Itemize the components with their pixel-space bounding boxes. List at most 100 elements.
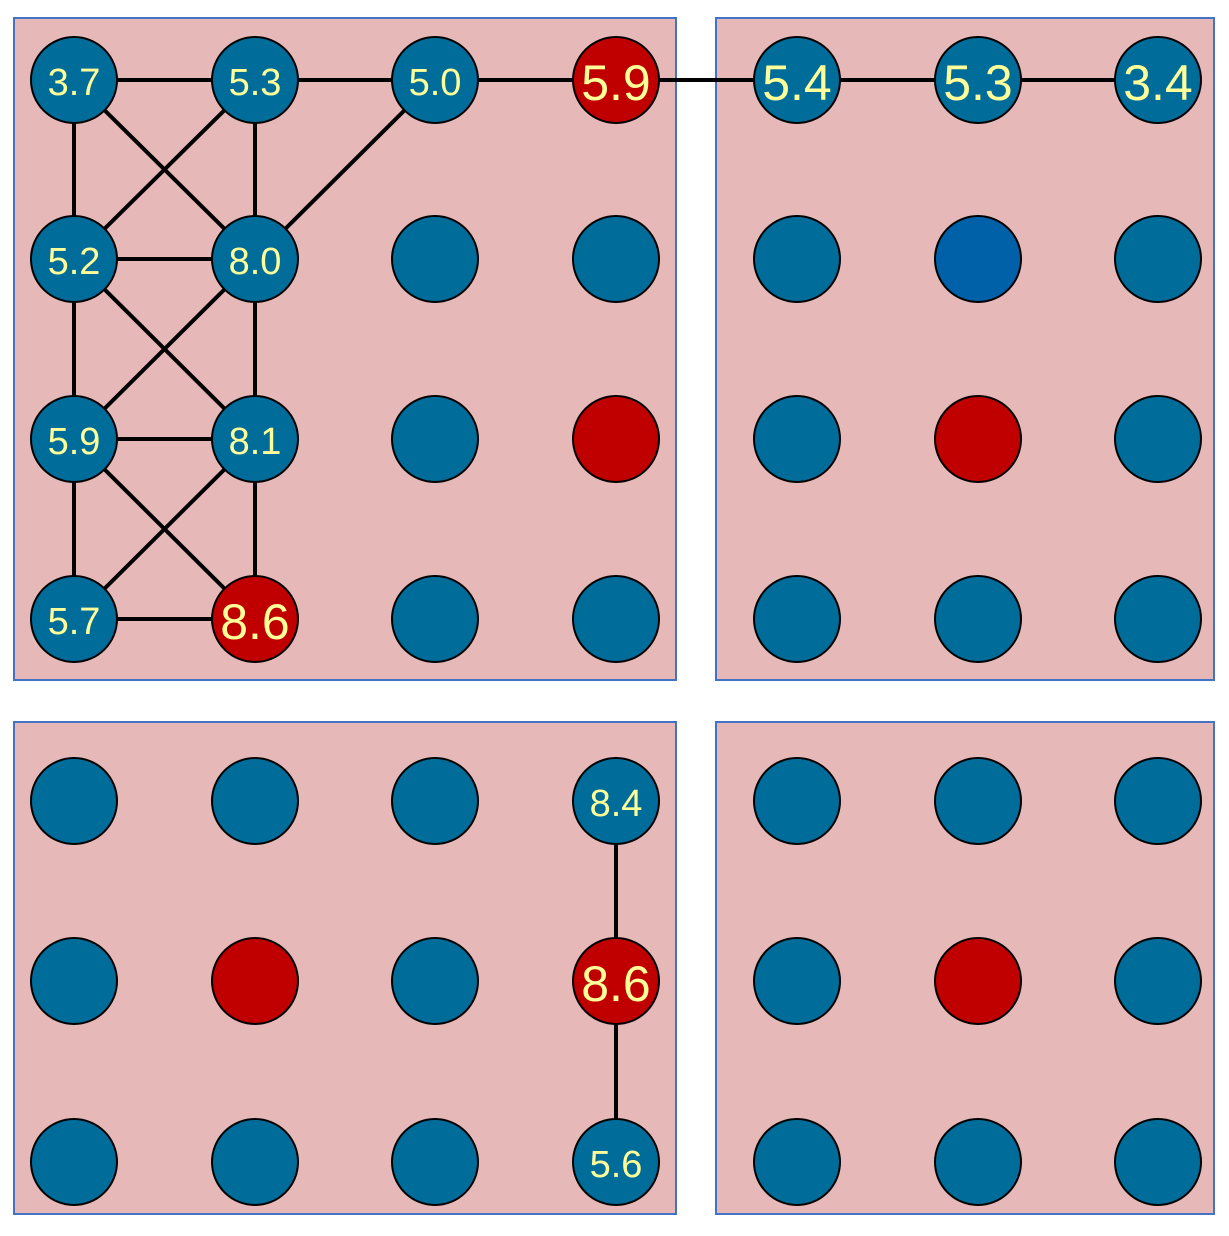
node-circle (934, 575, 1022, 663)
node-tl-r2c0: 5.9 (30, 395, 118, 483)
node-circle (211, 575, 299, 663)
node-br-r0c2 (1114, 757, 1202, 845)
node-circle (211, 937, 299, 1025)
node-tr-r2c1 (934, 395, 1022, 483)
node-bl-r0c3: 8.4 (572, 757, 660, 845)
node-circle (30, 395, 118, 483)
node-label: 8.0 (229, 241, 282, 283)
node-tr-r1c0 (753, 215, 841, 303)
node-br-r0c0 (753, 757, 841, 845)
node-tr-r3c0 (753, 575, 841, 663)
node-circle (391, 937, 479, 1025)
node-br-r2c1 (934, 1118, 1022, 1206)
node-circle (211, 36, 299, 124)
node-br-r0c1 (934, 757, 1022, 845)
node-circle (391, 575, 479, 663)
node-tl-r3c2 (391, 575, 479, 663)
node-circle (30, 575, 118, 663)
node-br-r1c2 (1114, 937, 1202, 1025)
node-br-r2c0 (753, 1118, 841, 1206)
node-circle (572, 215, 660, 303)
node-tl-r3c0: 5.7 (30, 575, 118, 663)
node-tl-r1c3 (572, 215, 660, 303)
node-circle (30, 36, 118, 124)
node-circle (572, 36, 660, 124)
node-tr-r0c0: 5.4 (753, 36, 841, 124)
panel-top-right (715, 17, 1215, 681)
node-circle (1114, 575, 1202, 663)
node-bl-r2c0 (30, 1118, 118, 1206)
node-circle (934, 1118, 1022, 1206)
node-label: 5.3 (229, 62, 282, 104)
node-tl-r0c1: 5.3 (211, 36, 299, 124)
node-tl-r2c2 (391, 395, 479, 483)
node-tr-r0c2: 3.4 (1114, 36, 1202, 124)
node-label: 5.0 (409, 62, 462, 104)
node-label: 8.6 (220, 594, 290, 650)
node-tl-r1c2 (391, 215, 479, 303)
node-tr-r2c2 (1114, 395, 1202, 483)
node-circle (30, 215, 118, 303)
node-circle (211, 757, 299, 845)
node-circle (572, 937, 660, 1025)
node-circle (211, 215, 299, 303)
node-tl-r1c1: 8.0 (211, 215, 299, 303)
node-label: 3.7 (48, 62, 101, 104)
node-bl-r2c3: 5.6 (572, 1118, 660, 1206)
node-circle (1114, 757, 1202, 845)
node-label: 8.1 (229, 421, 282, 463)
node-circle (753, 215, 841, 303)
node-bl-r1c1 (211, 937, 299, 1025)
node-tl-r0c2: 5.0 (391, 36, 479, 124)
node-label: 5.9 (581, 55, 651, 111)
node-circle (391, 1118, 479, 1206)
node-label: 5.2 (48, 241, 101, 283)
node-tl-r0c3: 5.9 (572, 36, 660, 124)
node-circle (753, 1118, 841, 1206)
node-circle (572, 395, 660, 483)
node-label: 8.6 (581, 956, 651, 1012)
node-bl-r1c3: 8.6 (572, 937, 660, 1025)
node-circle (211, 1118, 299, 1206)
node-tl-r3c1: 8.6 (211, 575, 299, 663)
node-tl-r0c0: 3.7 (30, 36, 118, 124)
node-tl-r3c3 (572, 575, 660, 663)
node-br-r1c0 (753, 937, 841, 1025)
node-label: 8.4 (590, 783, 643, 825)
node-circle (934, 395, 1022, 483)
node-circle (934, 215, 1022, 303)
node-tl-r2c1: 8.1 (211, 395, 299, 483)
node-tl-r1c0: 5.2 (30, 215, 118, 303)
node-circle (391, 395, 479, 483)
node-circle (753, 36, 841, 124)
node-bl-r1c2 (391, 937, 479, 1025)
node-br-r2c2 (1114, 1118, 1202, 1206)
node-circle (391, 36, 479, 124)
node-label: 5.9 (48, 421, 101, 463)
nodes-layer: 3.7 5.3 5.0 5.9 5.2 8.0 5.9 8.1 5.7 8.6 5.4 5.3 3.4 8… (30, 36, 1202, 1206)
node-circle (30, 937, 118, 1025)
node-circle (753, 575, 841, 663)
node-circle (753, 395, 841, 483)
node-tr-r1c2 (1114, 215, 1202, 303)
node-circle (211, 395, 299, 483)
node-label: 5.4 (762, 55, 832, 111)
node-circle (572, 1118, 660, 1206)
node-tr-r0c1: 5.3 (934, 36, 1022, 124)
node-circle (30, 757, 118, 845)
node-circle (1114, 395, 1202, 483)
node-br-r1c1 (934, 937, 1022, 1025)
node-bl-r0c0 (30, 757, 118, 845)
node-circle (753, 937, 841, 1025)
node-bl-r1c0 (30, 937, 118, 1025)
node-tr-r1c1 (934, 215, 1022, 303)
node-circle (1114, 215, 1202, 303)
node-circle (1114, 937, 1202, 1025)
node-label: 3.4 (1123, 55, 1193, 111)
node-label: 5.6 (590, 1144, 643, 1186)
node-circle (753, 757, 841, 845)
node-circle (572, 575, 660, 663)
node-tr-r3c2 (1114, 575, 1202, 663)
node-bl-r2c2 (391, 1118, 479, 1206)
node-label: 5.7 (48, 601, 101, 643)
